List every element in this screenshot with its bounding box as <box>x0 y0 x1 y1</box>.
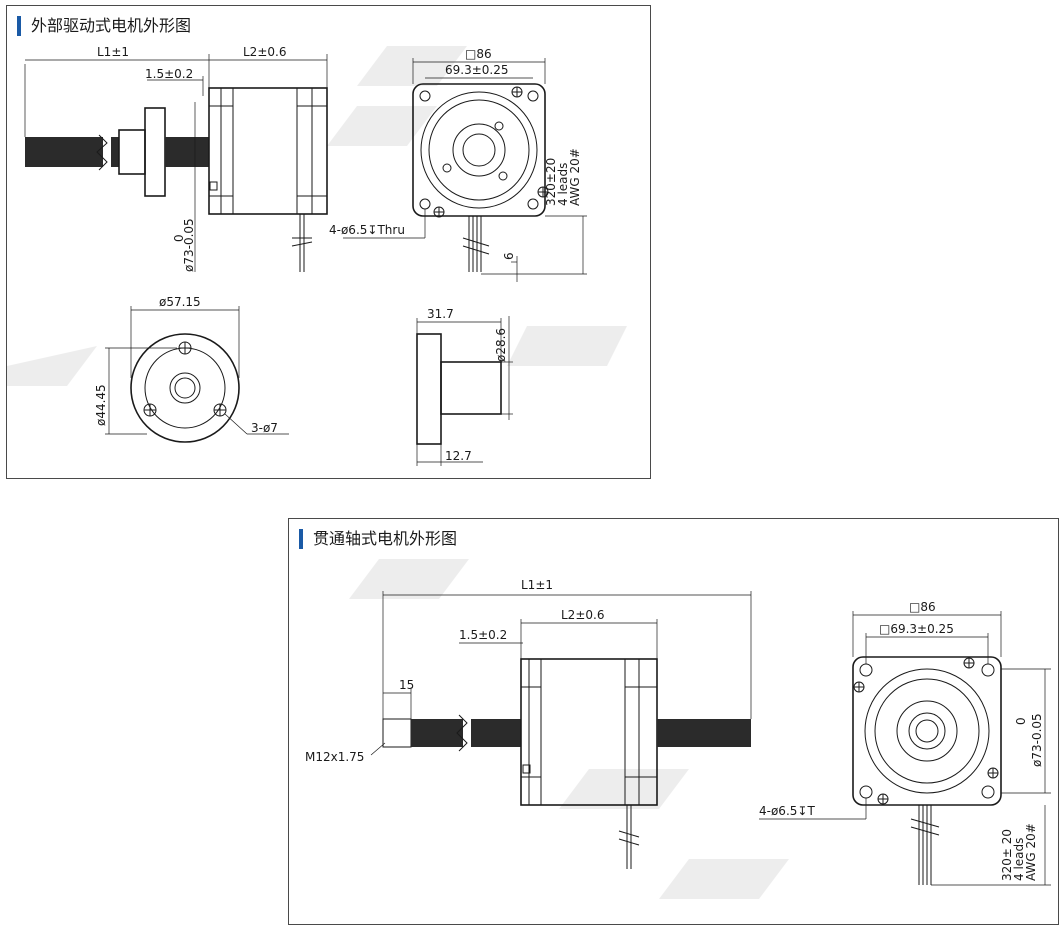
nut-side-view <box>416 316 513 466</box>
dim-wire-gauge: AWG 20# <box>1024 823 1038 881</box>
dim-nut-bore: ø28.6 <box>494 328 508 362</box>
external-drive-panel: 外部驱动式电机外形图 <box>6 5 651 479</box>
through-shaft-panel: 贯通轴式电机外形图 <box>288 518 1059 925</box>
panel-title: 外部驱动式电机外形图 <box>17 16 191 36</box>
dim-gap: 1.5±0.2 <box>459 628 507 642</box>
dim-square: □86 <box>465 47 492 61</box>
external-drive-drawing: L1±1 L2±0.6 1.5±0.2 ø73-0.05 0 <box>7 45 627 466</box>
dim-pilot: ø73-0.05 <box>182 218 196 272</box>
side-view <box>24 54 328 272</box>
dim-lead-length: 320±20 <box>544 158 558 206</box>
side-view <box>370 591 752 869</box>
dim-lead-length: 320± 20 <box>1000 829 1014 881</box>
dim-nut-bolt-circle: ø44.45 <box>94 384 108 426</box>
dim-nut-flange: 12.7 <box>445 449 472 463</box>
dim-square: □86 <box>909 600 936 614</box>
dim-l1: L1±1 <box>521 578 553 592</box>
dim-lead-count: 4 leads <box>1012 838 1026 881</box>
nut-front-view <box>105 306 289 443</box>
dim-mount-holes: 4-ø6.5↧Thru <box>329 223 405 237</box>
dim-l1: L1±1 <box>97 45 129 59</box>
dim-lead-count: 4 leads <box>556 163 570 206</box>
dim-mount-holes: 4-ø6.5↧T <box>759 804 815 818</box>
dim-pilot-upper: 0 <box>172 234 186 242</box>
dim-pilot: ø73-0.05 <box>1030 713 1044 767</box>
watermark <box>7 46 627 386</box>
dim-thread: M12x1.75 <box>305 750 364 764</box>
through-shaft-drawing: L1±1 L2±0.6 1.5±0.2 15 M12x1.75 <box>305 559 1051 899</box>
dim-l2: L2±0.6 <box>243 45 286 59</box>
dim-wire-gauge: AWG 20# <box>568 148 582 206</box>
dim-lead-gap: 6 <box>502 252 516 260</box>
dim-hole-pitch: □69.3±0.25 <box>879 622 954 636</box>
dim-hole-pitch: 69.3±0.25 <box>445 63 509 77</box>
dim-l2: L2±0.6 <box>561 608 604 622</box>
dim-thread-length: 15 <box>399 678 414 692</box>
dim-nut-od: ø57.15 <box>159 295 201 309</box>
front-view <box>759 611 1051 886</box>
dim-nut-length: 31.7 <box>427 307 454 321</box>
panel-title: 贯通轴式电机外形图 <box>299 529 457 549</box>
dim-pilot-upper: 0 <box>1014 717 1028 725</box>
front-view <box>343 58 587 282</box>
dim-gap: 1.5±0.2 <box>145 67 193 81</box>
dim-nut-holes: 3-ø7 <box>251 421 278 435</box>
